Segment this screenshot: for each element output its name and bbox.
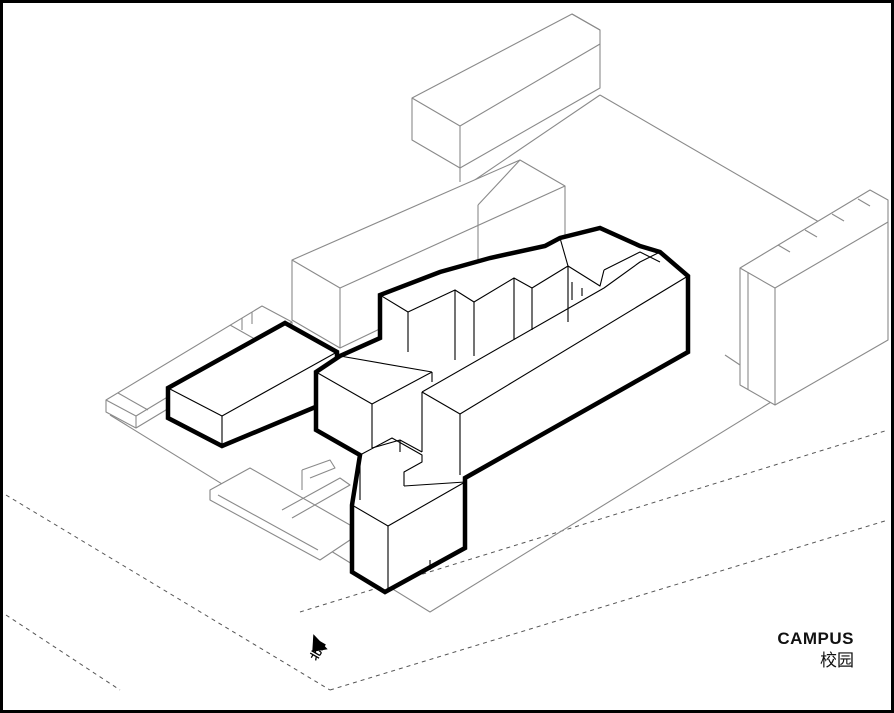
context-building-north [411, 13, 601, 182]
context-steps-south [209, 459, 351, 561]
campus-main-details [315, 237, 689, 590]
caption-title-english: CAMPUS [777, 629, 854, 648]
north-arrow: 北N [307, 634, 329, 663]
diagram-caption: CAMPUS 校园 [777, 628, 854, 672]
campus-west-wing [165, 320, 340, 449]
caption-title-chinese: 校园 [820, 651, 854, 671]
north-arrow-icon [312, 634, 328, 652]
site-boundary-dashed [5, 429, 889, 691]
north-arrow-label: 北N [307, 638, 329, 663]
context-building-east [724, 189, 889, 406]
context-building-middle [291, 159, 566, 349]
